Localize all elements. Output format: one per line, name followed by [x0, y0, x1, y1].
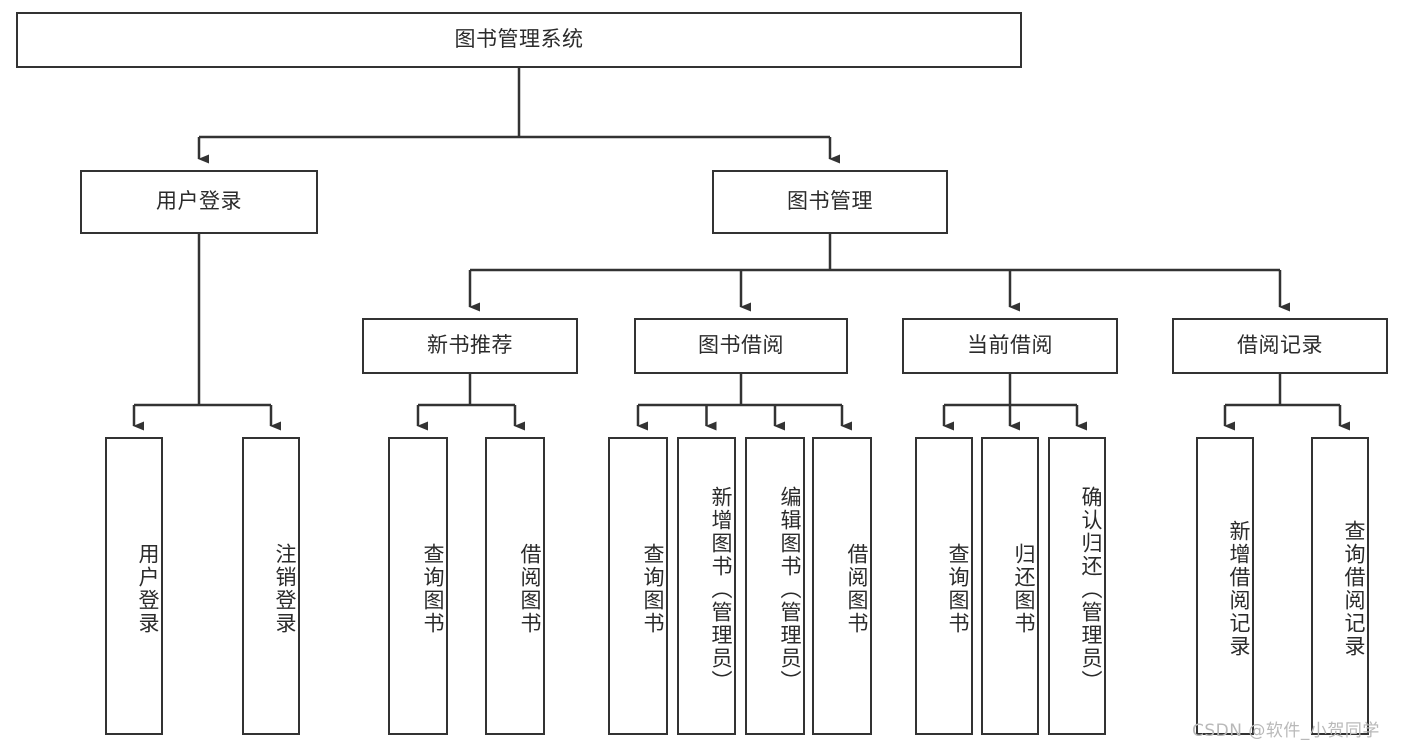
node-label: 用户登录 — [156, 189, 242, 214]
node-leaf-10[interactable]: 确认归还（管理员） — [1048, 437, 1106, 735]
node-label: 确认归还（管理员） — [1079, 485, 1103, 693]
node-label: 图书借阅 — [698, 333, 784, 358]
node-leaf-5[interactable]: 新增图书（管理员） — [677, 437, 736, 735]
node-level3-2[interactable]: 当前借阅 — [902, 318, 1118, 374]
node-label: 用户登录 — [136, 543, 160, 635]
node-label: 编辑图书（管理员） — [778, 485, 802, 693]
node-root-book-management-system[interactable]: 图书管理系统 — [16, 12, 1022, 68]
node-leaf-8[interactable]: 查询图书 — [915, 437, 973, 735]
node-label: 当前借阅 — [967, 333, 1053, 358]
csdn-watermark: CSDN @软件_小贺同学 — [1192, 721, 1380, 741]
node-label: 注销登录 — [273, 543, 297, 635]
node-label: 查询图书 — [421, 543, 445, 635]
node-level3-1[interactable]: 图书借阅 — [634, 318, 848, 374]
node-label: 新书推荐 — [427, 333, 513, 358]
node-leaf-9[interactable]: 归还图书 — [981, 437, 1039, 735]
node-leaf-4[interactable]: 查询图书 — [608, 437, 668, 735]
node-leaf-3[interactable]: 借阅图书 — [485, 437, 545, 735]
node-leaf-12[interactable]: 查询借阅记录 — [1311, 437, 1369, 735]
node-label: 借阅记录 — [1237, 333, 1323, 358]
node-leaf-1[interactable]: 注销登录 — [242, 437, 300, 735]
node-label: 查询图书 — [946, 543, 970, 635]
node-level3-0[interactable]: 新书推荐 — [362, 318, 578, 374]
node-level3-3[interactable]: 借阅记录 — [1172, 318, 1388, 374]
node-label: 借阅图书 — [845, 543, 869, 635]
node-label: 查询图书 — [641, 543, 665, 635]
node-leaf-2[interactable]: 查询图书 — [388, 437, 448, 735]
node-level2-1[interactable]: 图书管理 — [712, 170, 948, 234]
node-label: 查询借阅记录 — [1342, 520, 1366, 658]
node-leaf-0[interactable]: 用户登录 — [105, 437, 163, 735]
node-label: 图书管理 — [787, 189, 873, 214]
node-label: 归还图书 — [1012, 543, 1036, 635]
node-label: 新增借阅记录 — [1227, 520, 1251, 658]
node-leaf-7[interactable]: 借阅图书 — [812, 437, 872, 735]
node-label: 借阅图书 — [518, 543, 542, 635]
node-label: 新增图书（管理员） — [709, 485, 733, 693]
node-label: 图书管理系统 — [454, 27, 584, 52]
node-level2-0[interactable]: 用户登录 — [80, 170, 318, 234]
node-leaf-11[interactable]: 新增借阅记录 — [1196, 437, 1254, 735]
node-leaf-6[interactable]: 编辑图书（管理员） — [745, 437, 805, 735]
